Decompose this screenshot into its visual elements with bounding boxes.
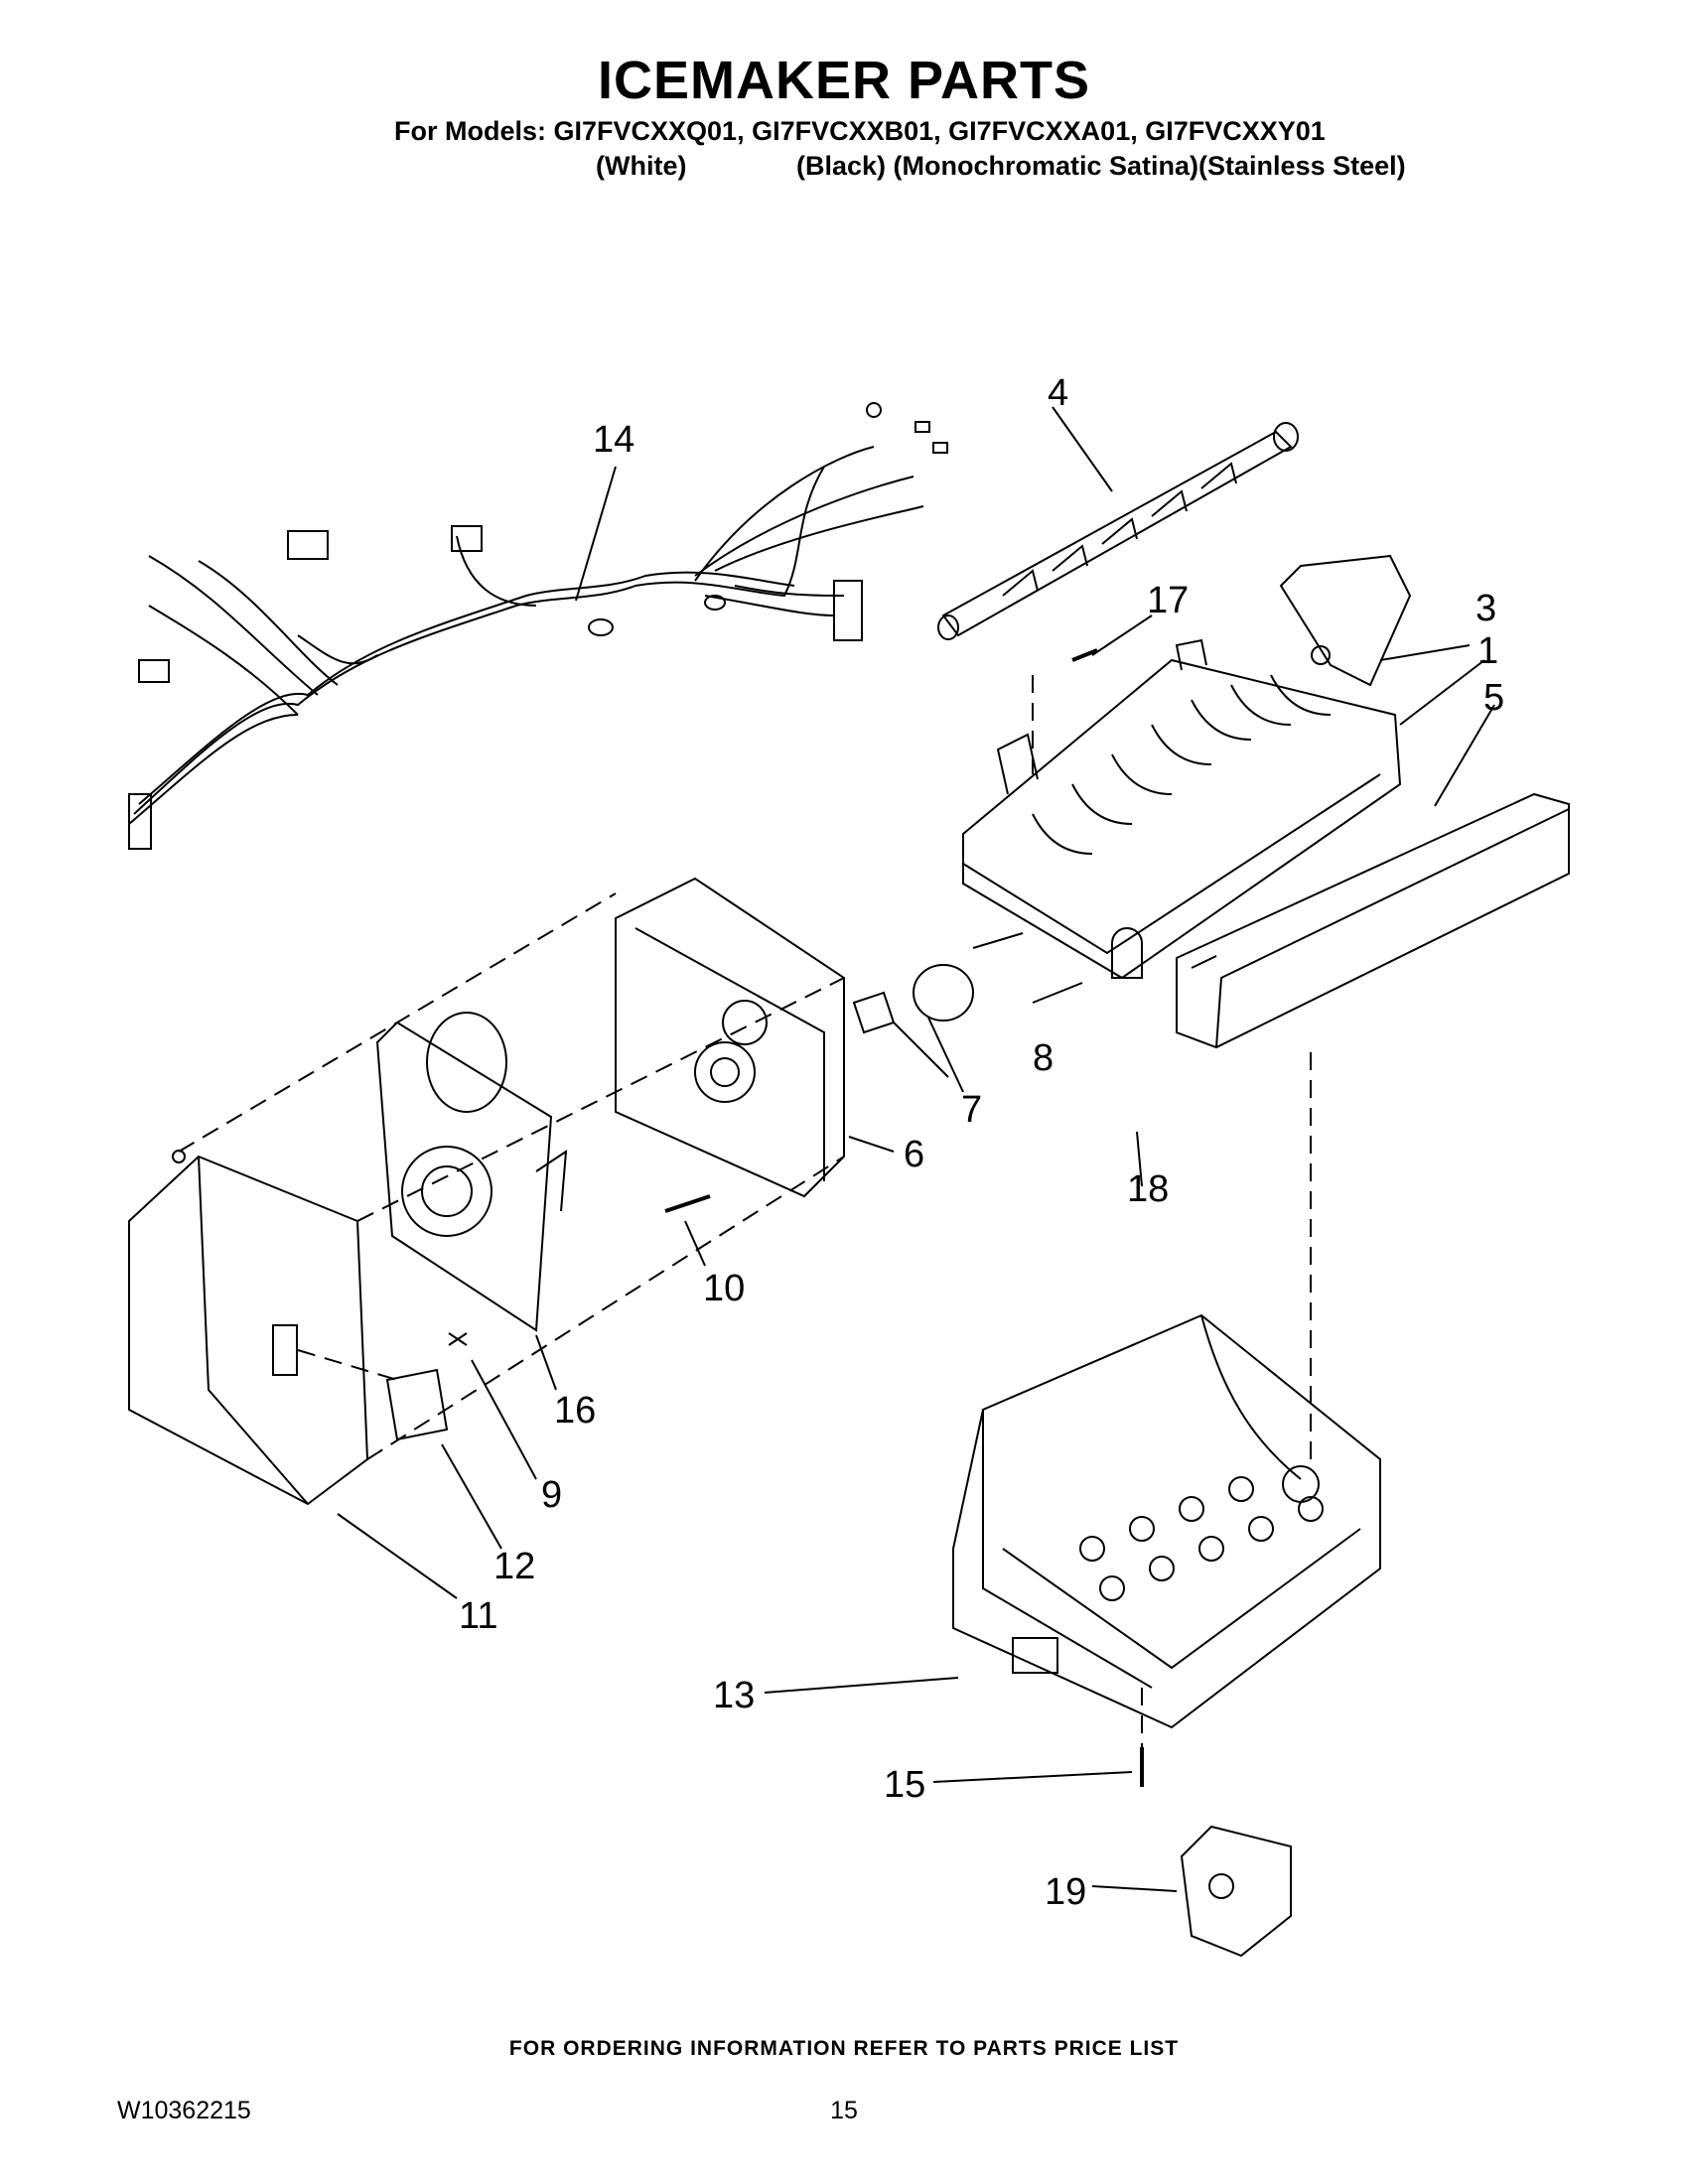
shutoff-arm bbox=[1279, 554, 1412, 687]
ice-stripper bbox=[1176, 792, 1570, 1049]
thermostat bbox=[913, 964, 974, 1022]
callout-18: 18 bbox=[1127, 1168, 1169, 1210]
wire-harness bbox=[128, 402, 948, 850]
callout-19: 19 bbox=[1045, 1871, 1086, 1913]
callout-labels: 1 3 4 5 6 7 8 9 10 11 12 13 14 15 16 17 … bbox=[459, 372, 1504, 1913]
screw-17 bbox=[1071, 648, 1098, 662]
callout-16: 16 bbox=[554, 1390, 596, 1432]
motor-assembly bbox=[375, 1012, 568, 1332]
callout-15: 15 bbox=[884, 1764, 925, 1806]
screw-10 bbox=[664, 1194, 711, 1213]
callout-9: 9 bbox=[541, 1474, 562, 1516]
document-number: W10362215 bbox=[117, 2097, 251, 2124]
thermostat-cover bbox=[852, 991, 896, 1034]
page-title: ICEMAKER PARTS bbox=[597, 51, 1091, 110]
ice-bucket-assembly bbox=[952, 1313, 1381, 1729]
variant-white: (White) bbox=[596, 151, 687, 181]
housing bbox=[615, 877, 845, 1198]
shutoff-arm-pivot bbox=[1311, 645, 1331, 665]
callout-13: 13 bbox=[713, 1675, 755, 1716]
ejector-shaft bbox=[937, 422, 1299, 640]
callout-7: 7 bbox=[961, 1089, 982, 1131]
icemaker-mold bbox=[962, 638, 1402, 980]
ordering-note: FOR ORDERING INFORMATION REFER TO PARTS … bbox=[508, 2037, 1180, 2060]
assembly-lines bbox=[178, 675, 1312, 1747]
callout-4: 4 bbox=[1048, 372, 1068, 414]
callout-10: 10 bbox=[703, 1268, 745, 1309]
leader-arrows bbox=[337, 406, 1495, 1892]
callout-17: 17 bbox=[1147, 580, 1189, 621]
water-valve bbox=[1180, 1825, 1292, 1958]
callout-8: 8 bbox=[1033, 1037, 1054, 1079]
on-off-switch bbox=[385, 1368, 449, 1441]
callout-5: 5 bbox=[1483, 677, 1504, 719]
screw-9 bbox=[448, 1332, 468, 1346]
front-cover bbox=[128, 1150, 369, 1506]
callout-1: 1 bbox=[1477, 630, 1498, 672]
clip bbox=[1111, 927, 1143, 979]
callout-3: 3 bbox=[1476, 588, 1496, 629]
variant-others: (Black) (Monochromatic Satina)(Stainless… bbox=[796, 151, 1406, 181]
callout-11: 11 bbox=[459, 1595, 497, 1637]
models-line: For Models: GI7FVCXXQ01, GI7FVCXXB01, GI… bbox=[394, 116, 1326, 146]
callout-6: 6 bbox=[904, 1134, 924, 1175]
callout-12: 12 bbox=[493, 1546, 535, 1587]
page-number: 15 bbox=[830, 2097, 858, 2124]
callout-14: 14 bbox=[593, 419, 634, 461]
